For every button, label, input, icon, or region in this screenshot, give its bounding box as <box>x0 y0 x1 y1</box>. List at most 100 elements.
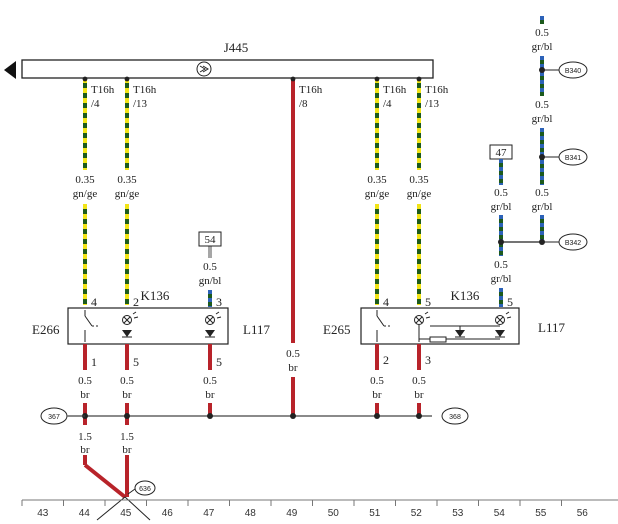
diode-icon <box>430 325 500 338</box>
pin-label: 5 <box>507 295 513 309</box>
connector-label: T16h <box>299 84 323 96</box>
switch-icon <box>376 310 392 342</box>
wire-color: br <box>122 444 132 456</box>
wire-color: gn/ge <box>73 188 98 200</box>
connector-label: /4 <box>383 98 392 110</box>
wire-labels-lower: 0.5 br 0.5 br 0.5 br 0.5 br 0.5 br 1.5 b… <box>78 375 426 456</box>
ruler-label: 54 <box>494 508 506 519</box>
right-component-block: E265 K136 L117 <box>323 288 565 367</box>
wire-color: gn/ge <box>407 188 432 200</box>
wire-size: 0.5 <box>494 187 508 199</box>
connector-label: /8 <box>299 98 308 110</box>
ruler-label: 47 <box>203 508 215 519</box>
wire-size: 0.5 <box>78 375 92 387</box>
wire-size: 0.5 <box>120 375 134 387</box>
wire-51 <box>374 76 380 305</box>
ground-636: 636 <box>127 480 156 496</box>
wire-color: br <box>205 389 215 401</box>
ground-label: B340 <box>565 68 581 75</box>
ground-b342 <box>558 233 588 251</box>
diode-icon <box>205 330 215 338</box>
connector-label: T16h <box>425 84 449 96</box>
pin-label: 5 <box>216 355 222 369</box>
component-label-e265: E265 <box>323 322 350 337</box>
wire-color: br <box>372 389 382 401</box>
pin-label: 5 <box>133 355 139 369</box>
wire-size: 0.5 <box>535 187 549 199</box>
pin-label: 5 <box>425 295 431 309</box>
wire-color: br <box>80 389 90 401</box>
wire-color: gn/bl <box>199 275 222 287</box>
wire-45 <box>124 76 130 305</box>
wire-size: 0.35 <box>409 174 429 186</box>
wire-size: 0.5 <box>286 348 300 360</box>
component-label-k136: K136 <box>141 288 170 303</box>
pin-label: 2 <box>383 353 389 367</box>
switch-icon <box>84 310 100 342</box>
connector-label: /13 <box>133 98 148 110</box>
wire-size: 0.5 <box>203 261 217 273</box>
ground-label: 367 <box>48 414 60 421</box>
component-label-l117: L117 <box>243 322 270 337</box>
lamp-icon <box>495 311 512 325</box>
wire-size: 0.35 <box>367 174 387 186</box>
control-unit-icon <box>196 61 212 77</box>
ruler-label: 50 <box>328 508 340 519</box>
wire-52 <box>416 76 422 305</box>
ground-label: 368 <box>449 414 461 421</box>
lamp-icon <box>414 311 431 325</box>
wire-color: gr/bl <box>532 41 553 53</box>
resistor-icon <box>418 325 500 343</box>
wire-color: gr/bl <box>491 273 512 285</box>
wire-color: br <box>80 444 90 456</box>
wire-size: 0.5 <box>370 375 384 387</box>
component-label-k136: K136 <box>451 288 480 303</box>
wire-color: gn/ge <box>115 188 140 200</box>
ground-367: 367 <box>40 407 85 425</box>
ruler-label: 49 <box>286 508 298 519</box>
connector-labels: T16h /4 T16h /13 T16h /8 T16h /4 T16h /1… <box>91 84 449 110</box>
lamp-icon <box>205 311 222 325</box>
wire-size: 0.5 <box>494 259 508 271</box>
pin-label: 4 <box>91 295 97 309</box>
wire-49 <box>290 76 296 416</box>
connector-label: /4 <box>91 98 100 110</box>
wire-size: 0.5 <box>535 99 549 111</box>
wire-size: 1.5 <box>78 431 92 443</box>
terminal-label: 54 <box>205 234 217 246</box>
ruler-label: 55 <box>535 508 547 519</box>
terminal-47: 47 <box>489 144 513 160</box>
connector-label: /13 <box>425 98 440 110</box>
wire-size: 0.5 <box>203 375 217 387</box>
component-label-e266: E266 <box>32 322 60 337</box>
terminal-label: 47 <box>496 147 508 159</box>
j445-module: J445 <box>4 40 434 79</box>
j445-bus-bar <box>21 59 434 79</box>
pin-label: 1 <box>91 355 97 369</box>
diode-icon <box>122 330 132 338</box>
pin-label: 3 <box>216 295 222 309</box>
wire-color: br <box>414 389 424 401</box>
wire-size: 0.35 <box>117 174 137 186</box>
ground-368: 368 <box>441 407 469 425</box>
wire-color: gr/bl <box>532 201 553 213</box>
ground-b340 <box>558 61 588 79</box>
wire-size: 0.35 <box>75 174 95 186</box>
terminal-54: 54 <box>198 231 222 247</box>
wire-color: br <box>122 389 132 401</box>
left-component-block: E266 K136 L117 4 <box>32 288 270 369</box>
ruler-label: 45 <box>120 508 132 519</box>
diode-icon <box>495 330 505 338</box>
wire-color: gr/bl <box>491 201 512 213</box>
wire-labels-upper: 0.35 gn/ge 0.35 gn/ge 0.35 gn/ge 0.35 gn… <box>73 174 432 374</box>
connector-label: T16h <box>91 84 115 96</box>
ruler-label: 53 <box>452 508 464 519</box>
ruler-label: 46 <box>162 508 174 519</box>
left-arrow-icon <box>4 61 16 79</box>
wire-size: 0.5 <box>412 375 426 387</box>
lower-wiring <box>68 344 432 521</box>
wire-44 <box>82 76 88 305</box>
ruler-label: 56 <box>577 508 589 519</box>
